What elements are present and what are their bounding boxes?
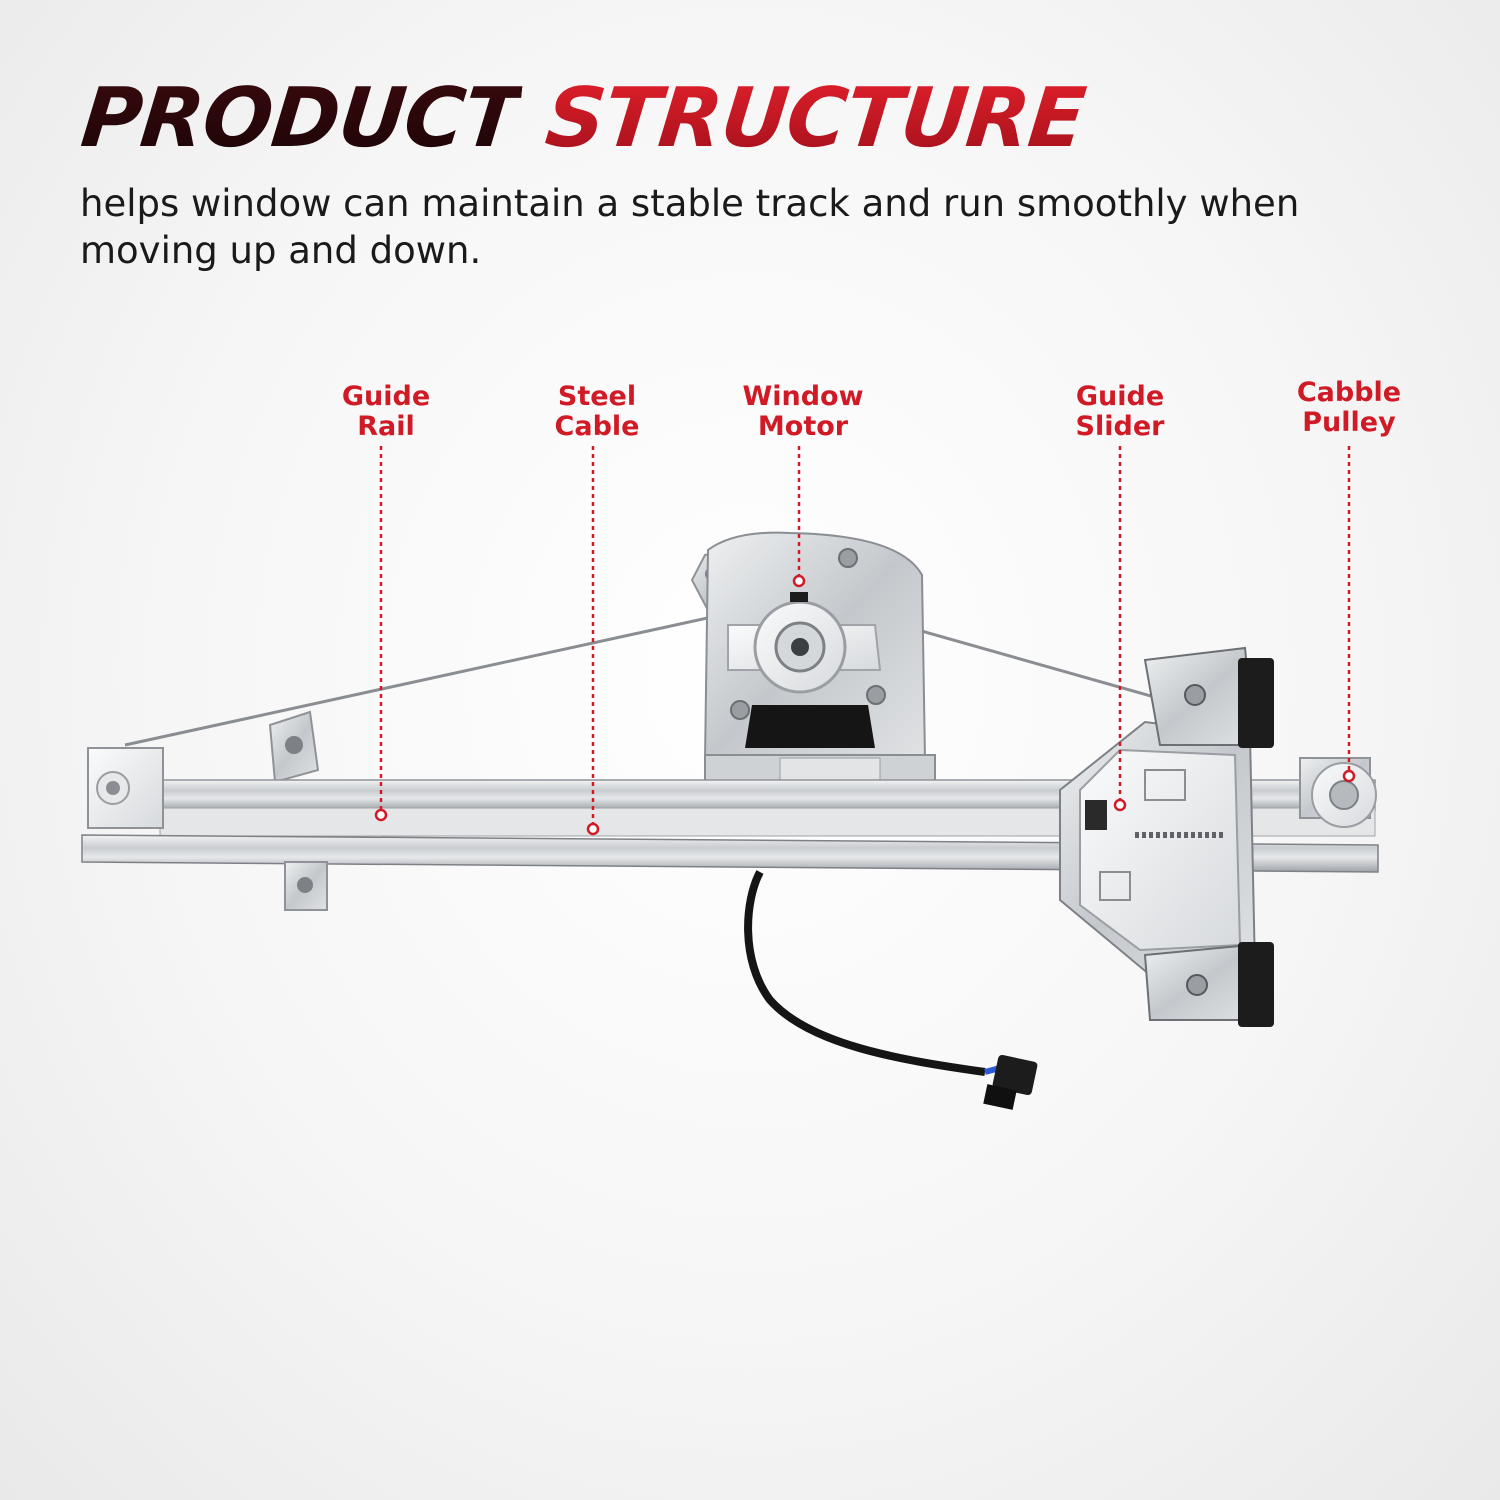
callout-steel-cable-line2: Cable [554, 411, 640, 442]
lower-glass-clamp [1143, 942, 1274, 1027]
callout-steel-cable: Steel Cable [555, 382, 640, 442]
callout-cable-pulley: Cabble Pulley [1297, 378, 1401, 438]
callout-steel-cable-line1: Steel [557, 381, 637, 412]
callout-window-motor-line2: Motor [757, 411, 849, 442]
motor-wire-harness [744, 870, 1038, 1110]
callout-guide-slider: Guide Slider [1076, 382, 1165, 442]
cable-pulley [1299, 757, 1377, 828]
rail-mount-tab [268, 710, 320, 784]
dot-steel-cable [586, 822, 600, 836]
callout-guide-slider-line2: Slider [1075, 411, 1165, 442]
dot-cable-pulley [1342, 769, 1356, 783]
callout-guide-rail-line2: Rail [357, 411, 415, 442]
window-motor [690, 531, 936, 786]
guide-slider [1059, 646, 1274, 1027]
callout-cable-pulley-line1: Cabble [1296, 377, 1402, 408]
callout-guide-rail: Guide Rail [342, 382, 430, 442]
callout-guide-slider-line1: Guide [1075, 381, 1165, 412]
page-subtitle: helps window can maintain a stable track… [80, 182, 1300, 272]
callout-cable-pulley-line2: Pulley [1302, 407, 1396, 438]
callout-guide-rail-line1: Guide [341, 381, 431, 412]
rail-end-pulley [87, 747, 164, 829]
callout-window-motor-line1: Window [742, 381, 864, 412]
dot-guide-slider [1113, 798, 1127, 812]
dot-window-motor [792, 574, 806, 588]
dot-guide-rail [374, 808, 388, 822]
callout-window-motor: Window Motor [742, 382, 863, 442]
upper-glass-clamp [1143, 646, 1274, 748]
callout-leaders [374, 446, 1356, 836]
